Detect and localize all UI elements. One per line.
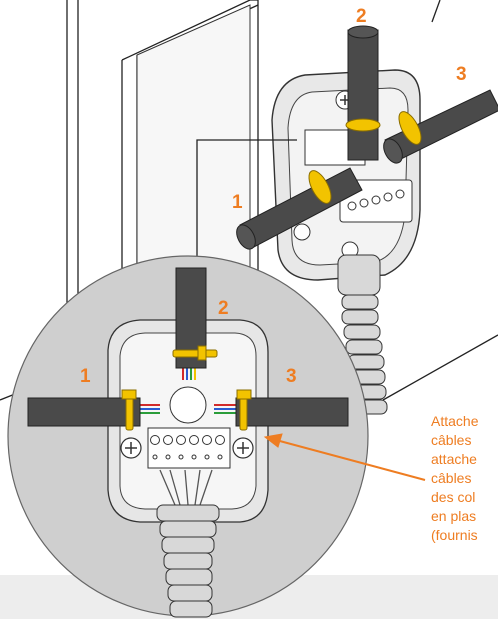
caption-line: câbles — [431, 432, 472, 448]
cable-tie-caption: Attache câbles attache câbles des col en… — [431, 412, 498, 545]
caption-line: attache — [431, 451, 477, 467]
callout-3-top: 3 — [456, 64, 467, 85]
caption-line: (fournis — [431, 527, 478, 543]
cable-3-zoom — [235, 397, 349, 427]
caption-line: Attache — [431, 413, 479, 429]
callout-2-top: 2 — [356, 6, 367, 27]
zoom-leader — [196, 139, 297, 290]
callout-3-zoom: 3 — [286, 366, 297, 387]
caption-arrow — [263, 433, 426, 481]
caption-line: en plas — [431, 508, 477, 524]
callout-1-top: 1 — [232, 192, 243, 213]
cable-ties-top — [308, 111, 422, 204]
callout-1-zoom: 1 — [80, 366, 91, 387]
cables-top — [236, 25, 498, 250]
caption-line: des col — [431, 489, 476, 505]
cable-1-zoom — [27, 397, 141, 427]
magnifier-zoom — [7, 255, 369, 618]
caption-line: câbles — [431, 470, 472, 486]
callout-2-zoom: 2 — [218, 298, 229, 319]
